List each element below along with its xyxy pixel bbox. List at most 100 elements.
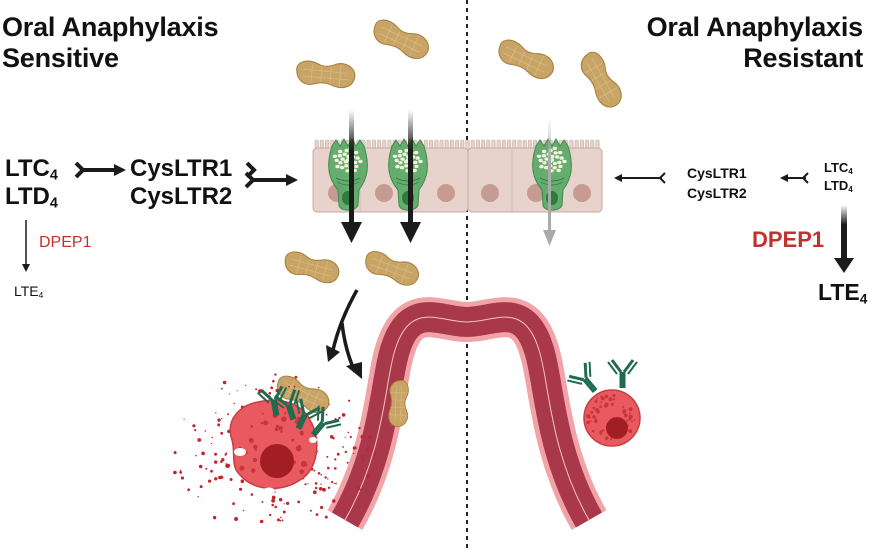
released-granule	[261, 501, 264, 503]
released-granule	[297, 500, 301, 504]
pathway-arrows-left	[22, 161, 298, 272]
blood-vessel	[327, 297, 607, 530]
released-granule	[194, 429, 197, 432]
peanut-in-vessel	[387, 379, 410, 428]
released-granule	[293, 385, 296, 388]
released-granule	[322, 487, 326, 492]
released-granule	[229, 478, 233, 481]
released-granule	[215, 412, 217, 414]
peanut	[575, 48, 627, 113]
released-granule	[360, 434, 365, 439]
released-granule	[224, 453, 227, 456]
released-granule	[222, 380, 227, 385]
released-granule	[334, 458, 337, 461]
released-granule	[317, 472, 321, 475]
title-sensitive-line1: Oral Anaphylaxis	[2, 12, 219, 42]
released-granule	[320, 473, 323, 476]
released-granule	[348, 399, 351, 402]
released-granule	[192, 424, 196, 428]
released-granule	[367, 436, 370, 438]
released-granule	[214, 452, 218, 456]
released-granule	[271, 503, 275, 507]
split-arrow	[326, 289, 362, 379]
released-granule	[365, 447, 370, 452]
released-granule	[211, 436, 214, 439]
released-granule	[320, 505, 324, 510]
released-granule	[355, 447, 357, 449]
sensitive-lte4-label: LTE4	[14, 283, 44, 301]
resistant-ltc4-label: LTC4	[824, 160, 853, 176]
released-granule	[221, 387, 223, 390]
released-granule	[313, 469, 316, 472]
released-granule	[255, 388, 258, 391]
peanut	[493, 35, 559, 84]
sensitive-cysltr2-label: CysLTR2	[130, 183, 233, 210]
resistant-lte4-label: LTE4	[818, 279, 868, 307]
mast-cell-degranulating	[173, 373, 377, 524]
released-granule	[205, 467, 208, 470]
title-sensitive-line2: Sensitive	[2, 43, 119, 73]
released-granule	[281, 519, 284, 522]
released-granule	[232, 502, 236, 506]
peanut	[361, 247, 423, 290]
released-granule	[286, 501, 290, 505]
peanut	[294, 59, 357, 90]
title-resistant: Oral Anaphylaxis Resistant	[646, 12, 864, 74]
released-granule	[218, 475, 222, 480]
released-granule	[179, 469, 182, 472]
released-granule	[269, 513, 272, 517]
released-granule	[208, 479, 212, 483]
released-granule	[183, 418, 185, 420]
released-granule	[328, 403, 330, 405]
resistant-dpep1-label: DPEP1	[752, 227, 825, 252]
released-granule	[197, 495, 199, 498]
released-granule	[373, 452, 377, 456]
pathway-arrows-right	[614, 172, 854, 273]
released-granule	[173, 470, 177, 475]
released-granule	[204, 430, 207, 432]
translocation-arrows	[341, 110, 556, 246]
released-granule	[336, 452, 340, 456]
released-granule	[359, 488, 361, 491]
released-granule	[258, 389, 263, 394]
released-granule	[317, 386, 320, 389]
released-granule	[326, 455, 329, 458]
released-granule	[280, 498, 283, 501]
released-granule	[327, 486, 331, 489]
title-resistant-line2: Resistant	[743, 43, 863, 73]
peanut	[368, 15, 434, 64]
title-resistant-line1: Oral Anaphylaxis	[646, 12, 864, 42]
released-granule	[341, 413, 346, 417]
released-granule	[288, 385, 290, 388]
released-granule	[309, 509, 312, 512]
released-granule	[234, 517, 239, 521]
released-granule	[214, 460, 218, 464]
peanut	[281, 248, 343, 287]
released-granule	[280, 516, 282, 519]
released-granule	[360, 454, 363, 457]
goblet-cell	[532, 137, 572, 211]
released-granule	[233, 402, 235, 405]
sensitive-cysltr1-label: CysLTR1	[130, 155, 233, 182]
released-granule	[274, 373, 277, 376]
released-granule	[276, 518, 280, 522]
released-granule	[279, 519, 282, 522]
released-granule	[210, 442, 212, 445]
released-granule	[250, 493, 254, 496]
released-granule	[338, 416, 341, 420]
released-granule	[173, 451, 177, 455]
released-granule	[329, 435, 334, 439]
released-granule	[349, 435, 352, 439]
released-granule	[239, 487, 243, 491]
title-sensitive: Oral Anaphylaxis Sensitive	[2, 12, 219, 74]
released-granule	[198, 464, 203, 469]
released-granule	[294, 375, 298, 379]
released-granule	[240, 479, 245, 484]
released-granule	[201, 451, 205, 455]
released-granule	[179, 471, 183, 474]
released-granule	[272, 379, 275, 383]
released-granule	[304, 483, 307, 486]
released-granule	[220, 460, 223, 463]
released-granule	[315, 513, 319, 516]
